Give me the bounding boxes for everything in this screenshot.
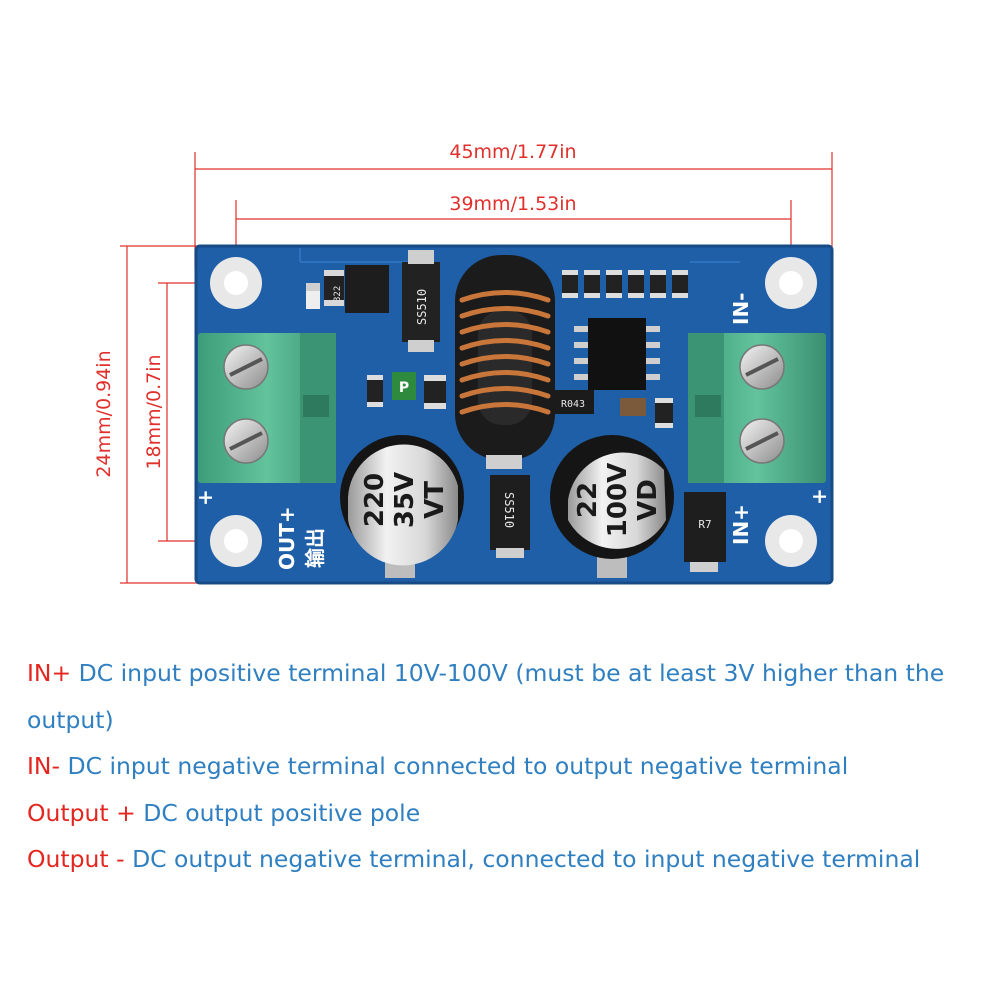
mounting-hole-bottom-right — [765, 515, 817, 567]
cap-left-line2: 35V — [390, 472, 420, 528]
dimension-width-inner-label: 39mm/1.53in — [449, 193, 576, 215]
mounting-hole-top-right — [765, 257, 817, 309]
legend-term: IN+ — [27, 659, 72, 687]
plus-sign-left: + — [193, 489, 217, 506]
ic-chip — [574, 318, 660, 390]
diode-center: SS510 — [490, 475, 530, 558]
capacitor-left: 220 35V VT — [340, 435, 464, 578]
diode-right-label: R7 — [698, 518, 711, 531]
output-terminal-block — [198, 333, 336, 483]
legend-output-minus: Output - DC output negative terminal, co… — [27, 836, 992, 883]
inductor-coil — [455, 255, 555, 469]
legend-term: IN- — [27, 752, 60, 780]
legend-text: DC output positive pole — [135, 798, 421, 827]
pcb-p-marker: P — [392, 372, 416, 400]
led-label: P — [399, 380, 409, 396]
terminal-legend: IN+ DC input positive terminal 10V-100V … — [27, 650, 992, 883]
product-figure: 45mm/1.77in 39mm/1.53in 24mm/0.94in 18mm… — [93, 141, 834, 585]
legend-term: Output + — [27, 798, 136, 827]
cap-right-line1: 22 — [573, 482, 603, 518]
status-led — [306, 283, 320, 309]
dimension-height-outer-label: 24mm/0.94in — [93, 350, 115, 477]
cap-right-line3: VD — [633, 479, 663, 521]
out-plus-label: OUT+ — [275, 506, 299, 570]
in-plus-label: IN+ — [729, 504, 753, 545]
diode-left-label: SS510 — [415, 289, 429, 325]
plus-sign-right: + — [807, 488, 831, 505]
input-terminal-block — [688, 333, 826, 483]
legend-text: DC input negative terminal connected to … — [60, 752, 849, 780]
mounting-hole-top-left — [210, 257, 262, 309]
smd-row-top-right — [562, 270, 688, 298]
legend-output-plus: Output + DC output positive pole — [27, 790, 992, 837]
bridge-component: 322 — [333, 265, 389, 313]
legend-in-minus: IN- DC input negative terminal connected… — [27, 743, 992, 790]
legend-text: DC input positive terminal 10V-100V (mus… — [27, 659, 945, 734]
chip-resistor: R043 — [552, 390, 594, 414]
diode-right: R7 — [684, 492, 726, 572]
smd-caps-right — [620, 398, 673, 428]
smd-small-left — [367, 375, 446, 409]
dimension-height-inner-label: 18mm/0.7in — [143, 354, 165, 469]
chip-label: R043 — [561, 399, 585, 410]
legend-text: DC output negative terminal, connected t… — [124, 845, 921, 873]
in-minus-label: IN- — [729, 293, 753, 325]
capacitor-right: 22 100V VD — [550, 435, 674, 578]
cap-right-line2: 100V — [603, 463, 633, 537]
cap-left-line1: 220 — [360, 473, 390, 527]
out-cn-label: 输出 — [303, 528, 327, 568]
diode-left: SS510 — [402, 250, 440, 352]
smd-label: 322 — [333, 286, 343, 302]
dimension-width-outer-label: 45mm/1.77in — [449, 141, 576, 163]
diode-center-label: SS510 — [502, 492, 516, 528]
legend-in-plus: IN+ DC input positive terminal 10V-100V … — [27, 650, 992, 743]
smd-resistor-small — [324, 270, 344, 306]
legend-term: Output - — [27, 845, 125, 873]
mounting-hole-bottom-left — [210, 515, 262, 567]
cap-left-line3: VT — [420, 481, 450, 519]
